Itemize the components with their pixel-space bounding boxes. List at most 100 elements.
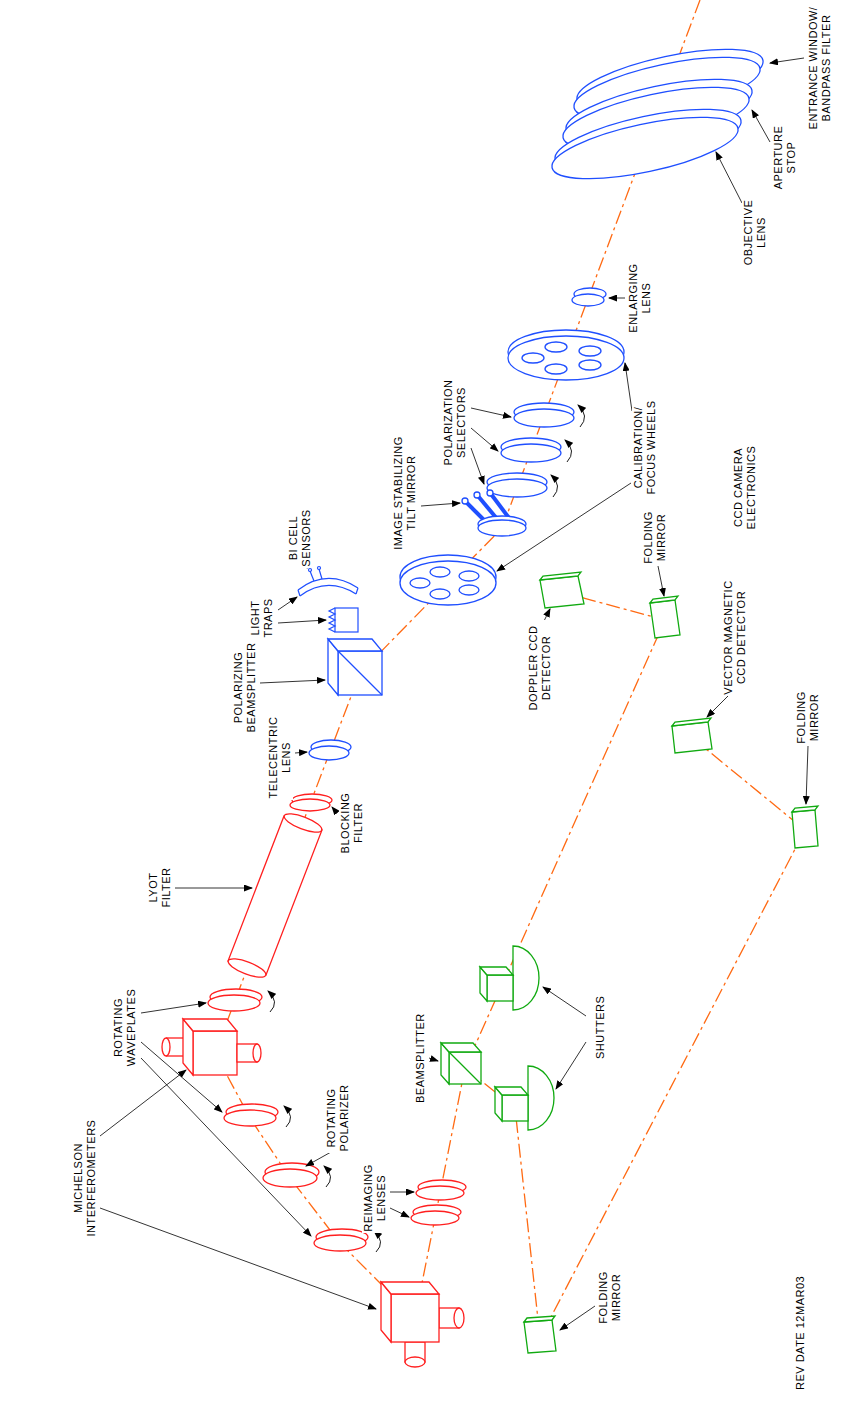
telecentric-lens xyxy=(309,746,349,760)
tilt-mirror xyxy=(462,498,468,504)
part-label: SHUTTERS xyxy=(594,996,607,1059)
focus-wheel xyxy=(400,555,496,605)
leader-line xyxy=(295,752,307,753)
michelson-interferometer xyxy=(193,1031,237,1075)
shutter xyxy=(502,1095,528,1121)
calibration-wheel xyxy=(579,360,601,370)
leader-line xyxy=(806,746,808,804)
michelson-interferometer xyxy=(162,1038,170,1056)
part-label: CALIBRATION/ FOCUS WHEELS xyxy=(632,399,658,496)
focus-wheel xyxy=(400,561,496,605)
leader-line xyxy=(390,1208,409,1217)
part-label: BI CELL SENSORS xyxy=(287,508,313,568)
objective-lens-stack xyxy=(547,105,743,191)
polarization-selector xyxy=(501,444,561,462)
light-trap xyxy=(298,578,358,590)
folding-mirror xyxy=(524,1316,555,1322)
folding-mirror xyxy=(792,810,818,848)
light-trap xyxy=(356,588,358,594)
part-label: MICHELSON INTERFEROMETERS xyxy=(72,1118,98,1238)
leader-line xyxy=(560,1306,595,1330)
beamsplitter xyxy=(441,1043,481,1052)
leader-line xyxy=(770,58,804,63)
calibration-wheel xyxy=(508,336,624,380)
beamsplitter xyxy=(441,1043,481,1084)
leader-line xyxy=(497,483,631,571)
rotation-arrow xyxy=(374,1231,381,1252)
part-label: REV DATE 12MAR03 xyxy=(794,1276,807,1390)
part-label: TELECENTRIC LENS xyxy=(267,715,293,800)
optical-axis xyxy=(215,0,805,1338)
part-label: LYOT FILTER xyxy=(147,866,173,909)
rotation-arrow xyxy=(551,475,558,497)
part-label: APERTURE STOP xyxy=(772,124,798,191)
focus-wheel xyxy=(430,589,450,599)
polarization-selector xyxy=(514,409,574,427)
polarizing-beamsplitter xyxy=(328,639,382,695)
leader-line xyxy=(471,448,484,484)
reimaging-lens xyxy=(411,1180,466,1225)
calibration-wheel xyxy=(579,346,601,356)
ccd-detector xyxy=(540,576,584,608)
part-label: VECTOR MAGNETIC CCD DETECTOR xyxy=(722,579,748,696)
objective-lens-stack xyxy=(547,37,768,191)
shutter xyxy=(495,1087,528,1095)
ccd-detector xyxy=(540,572,581,580)
beamsplitter xyxy=(449,1052,481,1084)
leader-line xyxy=(543,987,586,1016)
part-label: REIMAGING LENSES xyxy=(362,1163,388,1233)
michelson-interferometer xyxy=(183,1019,237,1031)
reimaging-lens xyxy=(416,1186,464,1200)
bicell-sensor xyxy=(310,571,314,581)
blocking-filter xyxy=(290,799,330,811)
michelson-interferometer xyxy=(405,1357,425,1367)
leader-line xyxy=(556,1042,586,1089)
part-label: DOPPLER CCD DETECTOR xyxy=(527,620,553,716)
rotation-arrow xyxy=(578,405,585,427)
leader-line xyxy=(429,1058,438,1061)
light-trap xyxy=(298,578,358,632)
beamsplitter xyxy=(449,1052,481,1084)
part-label: BEAMSPLITTER xyxy=(414,1013,427,1103)
leader-line xyxy=(471,428,498,451)
leader-line xyxy=(707,696,728,717)
light-trap xyxy=(298,590,300,596)
leader-line xyxy=(100,1070,186,1136)
part-label: BLOCKING FILTER xyxy=(339,791,365,855)
part-label: ROTATING POLARIZER xyxy=(325,1083,351,1153)
reimaging-lens xyxy=(411,1211,459,1225)
focus-wheel xyxy=(459,571,479,581)
shutter xyxy=(513,946,539,1010)
light-trap xyxy=(329,608,335,632)
part-label: FOLDING MIRROR xyxy=(597,1270,623,1325)
part-label: CCD CAMERA ELECTRONICS xyxy=(732,444,758,531)
leader-line xyxy=(306,1152,331,1166)
part-label: FOLDING MIRROR xyxy=(642,510,668,565)
lyot-filter xyxy=(226,955,268,981)
calibration-wheel xyxy=(522,353,544,363)
ccd-detector xyxy=(672,718,711,726)
leader-line xyxy=(278,620,326,623)
leader-line xyxy=(175,888,252,889)
shutter xyxy=(480,967,513,975)
enlarging-lens xyxy=(572,294,604,306)
tilt-mirror xyxy=(487,490,493,496)
calibration-wheel xyxy=(545,342,567,352)
bicell-sensor xyxy=(319,569,322,579)
light-trap xyxy=(335,608,358,632)
bicell-sensor xyxy=(318,567,321,570)
folding-mirror xyxy=(650,600,680,638)
focus-wheel xyxy=(430,567,450,577)
folding-mirror xyxy=(524,1320,556,1353)
rotation-arrow xyxy=(324,1166,331,1187)
ccd-detector xyxy=(672,722,712,753)
leader-line xyxy=(278,597,297,610)
part-label: ROTATING WAVEPLATES xyxy=(112,987,138,1068)
polarizing-beamsplitter xyxy=(328,639,382,651)
polarizing-beamsplitter xyxy=(338,651,382,695)
leader-line xyxy=(658,566,664,596)
leader-line xyxy=(332,807,337,813)
lyot-filter xyxy=(226,810,324,981)
tilt-mirror xyxy=(462,490,526,536)
